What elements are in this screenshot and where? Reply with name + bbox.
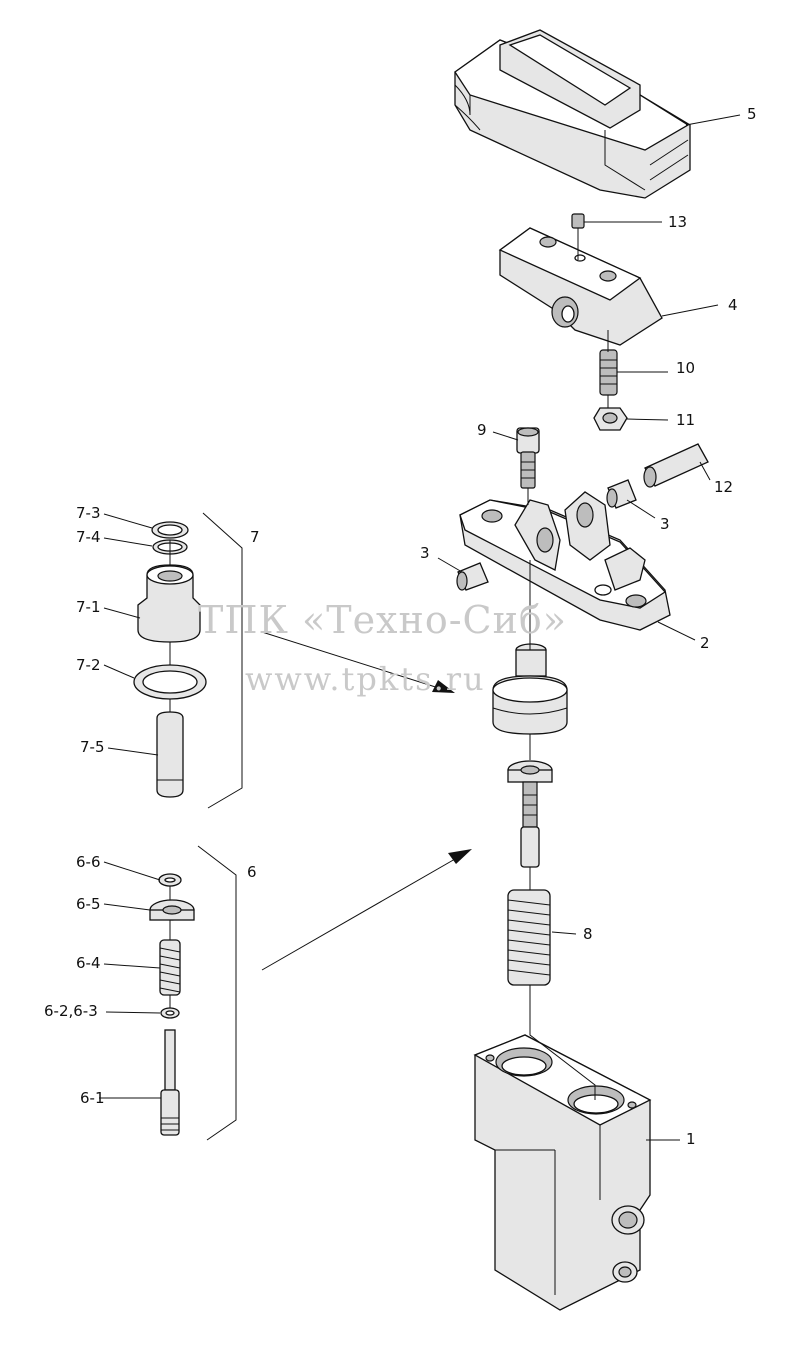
part-6-4-spring	[159, 939, 181, 996]
part-7-3-ring	[151, 521, 189, 539]
label-1: 1	[686, 1130, 696, 1148]
part-12-pin	[643, 443, 709, 488]
part-4-bracket	[498, 227, 663, 346]
label-4: 4	[728, 296, 738, 314]
watermark-company: ТПК «Техно-Сиб»	[198, 598, 567, 642]
label-7-2: 7-2	[76, 656, 101, 674]
part-3-bushing-upper	[606, 479, 637, 509]
part-6-1-stem	[160, 1029, 180, 1136]
label-7: 7	[250, 528, 260, 546]
part-10-stud	[599, 349, 618, 396]
part-7-2-seal	[133, 664, 207, 700]
part-6-5-retainer	[149, 899, 195, 921]
label-6-2-6-3: 6-2,6-3	[44, 1002, 98, 1020]
label-6-4: 6-4	[76, 954, 101, 972]
arrow-group-6	[261, 849, 472, 971]
part-3-bushing-lower	[456, 562, 489, 591]
label-10: 10	[676, 359, 695, 377]
part-2-base-plate	[459, 491, 671, 631]
label-7-1: 7-1	[76, 598, 101, 616]
part-6-valve-assembly	[507, 760, 553, 868]
part-7-1-guide	[137, 564, 201, 643]
label-7-5: 7-5	[80, 738, 105, 756]
part-7-5-plunger	[156, 711, 184, 798]
label-7-3: 7-3	[76, 504, 101, 522]
label-13: 13	[668, 213, 687, 231]
group-6-bracket	[197, 845, 237, 1141]
center-axis	[169, 228, 609, 1100]
label-3-lower: 3	[420, 544, 430, 562]
label-9: 9	[477, 421, 487, 439]
label-3-upper: 3	[660, 515, 670, 533]
label-6-5: 6-5	[76, 895, 101, 913]
group-7-bracket	[202, 512, 243, 809]
part-6-2-6-3-washer	[160, 1007, 180, 1019]
label-5: 5	[747, 105, 757, 123]
label-7-4: 7-4	[76, 528, 101, 546]
part-7-plunger-assembly	[492, 643, 568, 735]
label-6-1: 6-1	[80, 1089, 105, 1107]
watermark-url: www.tpkts.ru	[245, 660, 486, 698]
part-1-valve-body	[473, 1034, 652, 1311]
part-8-spring	[507, 889, 551, 986]
label-11: 11	[676, 411, 695, 429]
label-8: 8	[583, 925, 593, 943]
leader-lines	[99, 114, 741, 1141]
part-6-6-washer	[158, 873, 182, 887]
label-12: 12	[714, 478, 733, 496]
part-9-screw	[516, 427, 540, 489]
label-2: 2	[700, 634, 710, 652]
arrow-group-7	[261, 631, 455, 693]
label-6: 6	[247, 863, 257, 881]
part-5-boot	[454, 29, 691, 199]
part-11-nut	[593, 407, 628, 431]
label-6-6: 6-6	[76, 853, 101, 871]
part-13-set-screw	[571, 213, 585, 229]
